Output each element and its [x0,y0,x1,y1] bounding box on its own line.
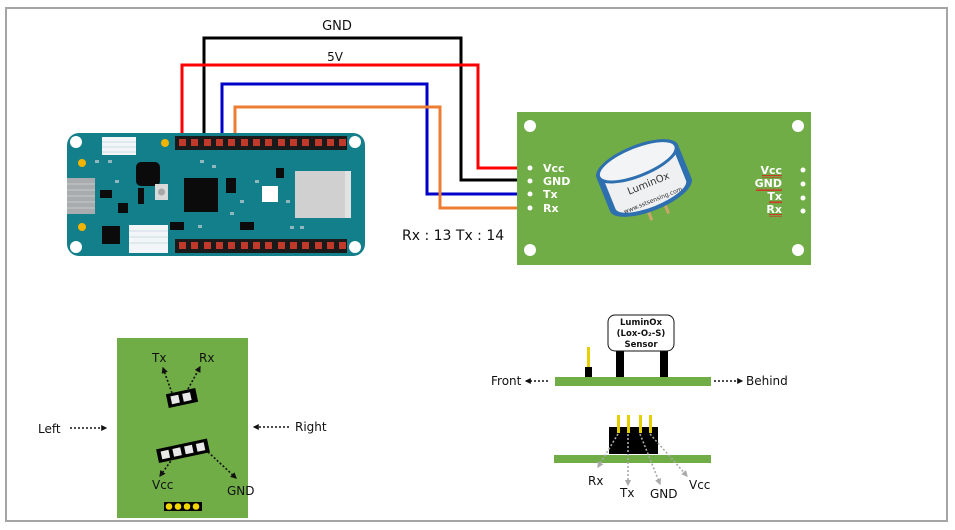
led [161,139,169,147]
mounting-hole [349,136,361,148]
top-view-label-gnd: GND [227,484,255,498]
chip-small [170,222,184,230]
pin-base [585,367,592,378]
pin-dot-vcc [527,165,533,171]
left-label: Left [38,422,61,436]
header-pin [627,415,630,433]
wifi-module [295,171,351,218]
right-label: Right [295,420,327,434]
luminox-sensor: LuminOx www.sstsensing.com [596,139,692,221]
chip-small [100,190,112,198]
pin-arrow-rx [597,433,619,469]
gnd-wire-label: GND [322,19,352,34]
chip-small [240,222,254,230]
arrow-tx [161,366,173,394]
pin-arrow-vcc [649,433,688,477]
sensor-leg [616,350,624,378]
spellcheck-underline [769,214,782,217]
spellcheck-underline [769,201,782,204]
5v-wire-label: 5V [327,50,344,64]
wire-5v [180,63,530,170]
sensor-box-line-1: LuminOx [620,318,663,328]
chip-small [226,178,236,193]
arduino-board [67,133,365,256]
top-view-label-tx: Tx [151,351,166,365]
right-pin-label-gnd: GND [755,177,782,190]
left-pin-label-tx: Tx [543,188,558,201]
pin-view-board [554,455,711,463]
pin-view: Rx Tx GND Vcc [554,415,711,501]
inductor [136,162,160,186]
right-pin-label-vcc: Vcc [760,164,782,177]
mounting-hole [792,120,804,132]
sensor-box-line-2: (Lox-O₂-S) [617,329,666,339]
sensor-module: Vcc GND Tx Rx Vcc GND Tx Rx LuminOx www.… [517,112,811,265]
mounting-hole [70,241,82,253]
spellcheck-underline [762,175,782,178]
behind-label: Behind [746,374,788,388]
led [78,159,86,167]
left-pin-label-vcc: Vcc [543,162,565,175]
sensor-leg [660,350,668,378]
side-view: LuminOx (Lox-O₂-S) Sensor [555,314,711,386]
left-pin-label-gnd: GND [543,175,570,188]
wires [180,36,530,210]
mounting-hole [792,244,804,256]
main-chip [184,178,218,212]
right-pin-label-tx: Tx [767,190,782,203]
left-pin-label-rx: Rx [543,202,559,215]
yellow-pin-strip [164,502,202,511]
chip-small [276,168,284,178]
sensor-box-line-3: Sensor [624,340,658,350]
chip-small [138,188,144,204]
top-view: Tx Rx Vcc GND [117,338,255,518]
wire-tx [220,82,530,196]
spellcheck-underline [756,188,782,191]
pin-view-label-tx: Tx [619,486,634,500]
pin-dot-tx-right [800,195,806,201]
header-pins-top [179,139,346,146]
pin-view-label-rx: Rx [588,474,603,488]
side-view-board [555,377,711,386]
wire-rx [233,105,530,210]
mounting-hole [70,136,82,148]
sensor-box [607,314,675,352]
header-pin [649,415,652,433]
chip-small [118,203,128,213]
right-pin-label-rx: Rx [766,203,782,216]
arrow-rx [187,365,201,390]
pin-arrow-gnd [639,433,662,486]
header-pin [639,415,642,433]
pin-dot-rx-right [800,208,806,214]
pin-dot-rx [527,205,533,211]
pin-dot-gnd [527,178,533,184]
top-view-label-rx: Rx [199,351,214,365]
mounting-hole [524,244,536,256]
connector-bottom [129,225,168,253]
pin-dot-tx [527,191,533,197]
top-view-label-vcc: Vcc [152,478,173,492]
pin-view-label-gnd: GND [650,487,678,501]
header-pins-bottom [179,242,346,249]
chip-small [102,226,120,244]
header-pin [617,415,620,433]
yellow-pin [587,347,590,367]
mounting-hole [349,241,361,253]
white-chip [262,186,278,202]
pin-dot-vcc-right [800,167,806,173]
pin-view-label-vcc: Vcc [689,478,710,492]
wire-gnd [202,36,530,182]
pin-note: Rx : 13 Tx : 14 [402,228,504,244]
mounting-hole [524,120,536,132]
led [78,223,86,231]
front-label: Front [491,374,522,388]
pin-dot-gnd-right [800,181,806,187]
